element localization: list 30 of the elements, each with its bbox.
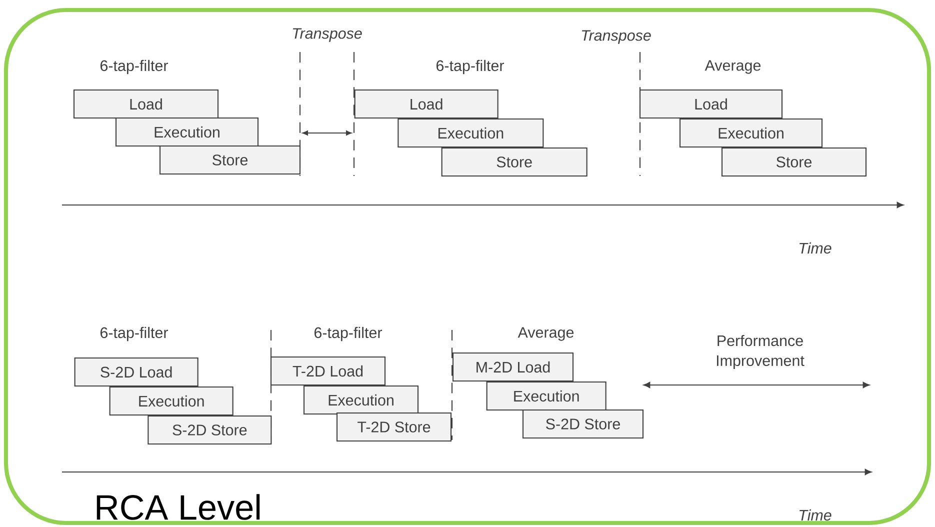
annotation: Transpose bbox=[582, 30, 651, 44]
level-title: RCA Level bbox=[96, 494, 260, 520]
annotation: Time bbox=[800, 242, 832, 254]
stage-box: Execution bbox=[303, 385, 419, 415]
stage-heading: 6-tap-filter bbox=[100, 60, 168, 74]
stage-heading: Average bbox=[518, 327, 574, 341]
stage-box: S-2D Load bbox=[74, 357, 198, 387]
stage-heading: 6-tap-filter bbox=[436, 60, 504, 74]
stage-box: Store bbox=[159, 145, 301, 175]
stage-box: M-2D Load bbox=[452, 352, 574, 382]
annotation: Time bbox=[800, 509, 832, 521]
stage-box: Execution bbox=[679, 118, 823, 148]
stage-box: Store bbox=[441, 147, 588, 177]
annotation: Transpose bbox=[292, 28, 362, 42]
stage-box: S-2D Store bbox=[522, 409, 644, 439]
stage-heading: 6-tap-filter bbox=[100, 326, 168, 342]
stage-heading: 6-tap-filter bbox=[314, 326, 382, 342]
stage-box: Load bbox=[73, 89, 219, 119]
stage-box: Execution bbox=[109, 386, 234, 416]
stage-box: T-2D Load bbox=[270, 356, 386, 386]
stage-box: Load bbox=[639, 89, 783, 119]
stage-heading: Average bbox=[704, 60, 761, 74]
stage-box: Load bbox=[354, 89, 498, 119]
dimension-label: Performance Improvement bbox=[716, 334, 804, 370]
stage-box: Execution bbox=[398, 118, 544, 148]
stage-box: Store bbox=[721, 147, 867, 177]
stage-box: Execution bbox=[486, 381, 606, 411]
stage-box: Execution bbox=[115, 117, 259, 147]
stage-box: T-2D Store bbox=[336, 412, 452, 442]
stage-box: S-2D Store bbox=[148, 415, 272, 445]
